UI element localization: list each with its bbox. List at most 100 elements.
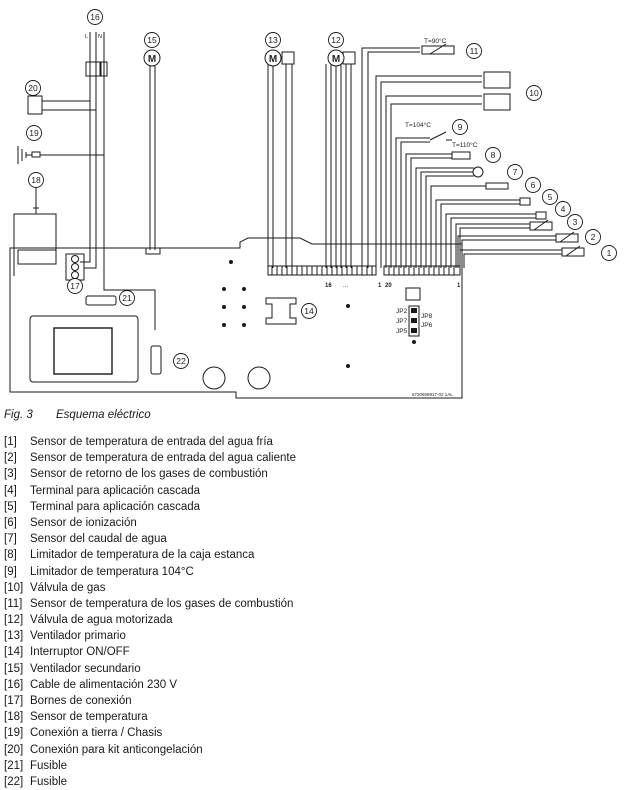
fuse-22 xyxy=(150,345,162,375)
board-connector-right xyxy=(383,265,461,276)
legend-item: [18]Sensor de temperatura xyxy=(4,709,296,725)
callout: 10 xyxy=(526,85,542,101)
sensor-3-resistor xyxy=(533,219,549,231)
valve-12-box xyxy=(342,51,356,65)
cable-label-neutral: N xyxy=(98,34,102,40)
drawing-code: 6720608917-02.1AL xyxy=(412,392,453,397)
callout-circle xyxy=(526,85,542,101)
legend-item-text: Sensor de retorno de los gases de combus… xyxy=(30,468,268,481)
terminal-screw-1 xyxy=(71,255,79,263)
legend-item-text: Ventilador secundario xyxy=(30,662,141,675)
legend-item: [16]Cable de alimentación 230 V xyxy=(4,677,296,693)
callout: 12 xyxy=(328,32,344,48)
legend-item-number: [18] xyxy=(4,711,24,724)
callout: 22 xyxy=(173,353,189,369)
callout: 4 xyxy=(555,201,571,217)
legend-item-number: [17] xyxy=(4,695,24,707)
callout-number: 11 xyxy=(470,46,479,56)
callout: 11 xyxy=(466,43,482,59)
legend-item-number: [9] xyxy=(4,565,17,578)
callout: 20 xyxy=(25,80,41,96)
legend-item-number: [3] xyxy=(4,468,17,481)
legend-item: [10]Válvula de gas xyxy=(4,580,296,596)
board-hole xyxy=(222,323,226,327)
callout-number: 17 xyxy=(70,281,80,291)
legend-item: [19]Conexión a tierra / Chasis xyxy=(4,725,296,741)
antifreeze-connector xyxy=(27,95,43,115)
fan-15-motor: M xyxy=(143,49,161,67)
legend-item: [9]Limitador de temperatura 104°C xyxy=(4,564,296,580)
board-hole xyxy=(222,287,226,291)
callout-circle xyxy=(28,172,44,188)
legend-item: [7]Sensor del caudal de agua xyxy=(4,531,296,547)
legend-item-number: [5] xyxy=(4,500,17,513)
callout-number: 21 xyxy=(122,293,132,303)
callout-circle xyxy=(466,43,482,59)
sensor-2-resistor xyxy=(559,231,575,243)
valve-12-motor-label: M xyxy=(332,54,340,65)
callout-circle xyxy=(26,125,42,141)
jumper-label-jp6: JP6 xyxy=(421,322,433,329)
earth-lug xyxy=(31,151,41,158)
callout: 5 xyxy=(542,189,558,205)
jumper-label-jp2: JP2 xyxy=(396,308,408,315)
callout-number: 8 xyxy=(491,150,496,160)
legend-item: [2]Sensor de temperatura de entrada del … xyxy=(4,450,296,466)
callout-number: 14 xyxy=(304,306,314,316)
cascade-4-wires xyxy=(445,213,536,268)
jumper-label-jp7: JP7 xyxy=(396,318,408,325)
legend-item: [1]Sensor de temperatura de entrada del … xyxy=(4,434,296,450)
callout: 17 xyxy=(67,278,83,294)
legend-item-text: Sensor de temperatura de entrada del agu… xyxy=(30,452,296,465)
legend-item-text: Válvula de agua motorizada xyxy=(30,614,173,627)
figure-number: Fig. 3 xyxy=(4,409,33,421)
cascade-5-terminal xyxy=(519,197,531,206)
callout-number: 20 xyxy=(28,83,38,93)
fan-13-motor: M xyxy=(264,49,282,67)
gas-valve-coil-top xyxy=(483,71,511,89)
connector-label-1b: 1 xyxy=(457,283,461,289)
earth-clamp xyxy=(100,61,108,77)
callout-circle xyxy=(585,229,601,245)
legend-item-number: [20] xyxy=(4,743,24,756)
legend-item-number: [12] xyxy=(4,614,24,627)
legend-item-number: [13] xyxy=(4,630,24,643)
sensor-3-wires xyxy=(455,223,530,268)
legend-item-text: Limitador de temperatura de la caja esta… xyxy=(30,549,255,562)
sensor-1-wires xyxy=(459,249,562,268)
callout-number: 4 xyxy=(561,204,566,214)
fuse-21 xyxy=(85,295,117,306)
board-hole xyxy=(412,340,416,344)
callout-circle xyxy=(485,147,501,163)
temp-label-90: T=90°C xyxy=(424,37,447,45)
transformer-outer xyxy=(29,315,139,383)
callout-circle xyxy=(25,80,41,96)
gas-valve-coil-bottom xyxy=(483,93,511,111)
flow-sensor-symbol xyxy=(472,166,484,178)
sensor-11-resistor xyxy=(429,43,447,55)
limiter-8-wires xyxy=(405,153,452,268)
legend-item-number: [16] xyxy=(4,678,24,691)
sensor-2-wires xyxy=(457,235,556,268)
legend-item: [17]Bornes de conexión xyxy=(4,693,296,709)
callout-circle xyxy=(452,119,468,135)
callout-number: 18 xyxy=(31,175,41,185)
callout-circle xyxy=(301,303,317,319)
valve-12-motor: M xyxy=(327,49,345,67)
board-hole xyxy=(242,305,246,309)
legend-item: [14]Interruptor ON/OFF xyxy=(4,644,296,660)
callout-circle xyxy=(119,290,135,306)
connector-label-dots: ... xyxy=(343,283,348,289)
legend-item-number: [11] xyxy=(4,597,23,610)
switch-14 xyxy=(265,297,297,325)
callout-circle xyxy=(601,245,617,261)
cable-clamp xyxy=(85,61,101,77)
connector-label-16: 16 xyxy=(325,283,332,289)
capacitor-left xyxy=(202,366,226,390)
callout-circle xyxy=(67,278,83,294)
legend-item-number: [22] xyxy=(4,775,24,788)
callout-circle xyxy=(144,32,160,48)
callout: 1 xyxy=(601,245,617,261)
connector-label-20: 20 xyxy=(385,283,392,289)
